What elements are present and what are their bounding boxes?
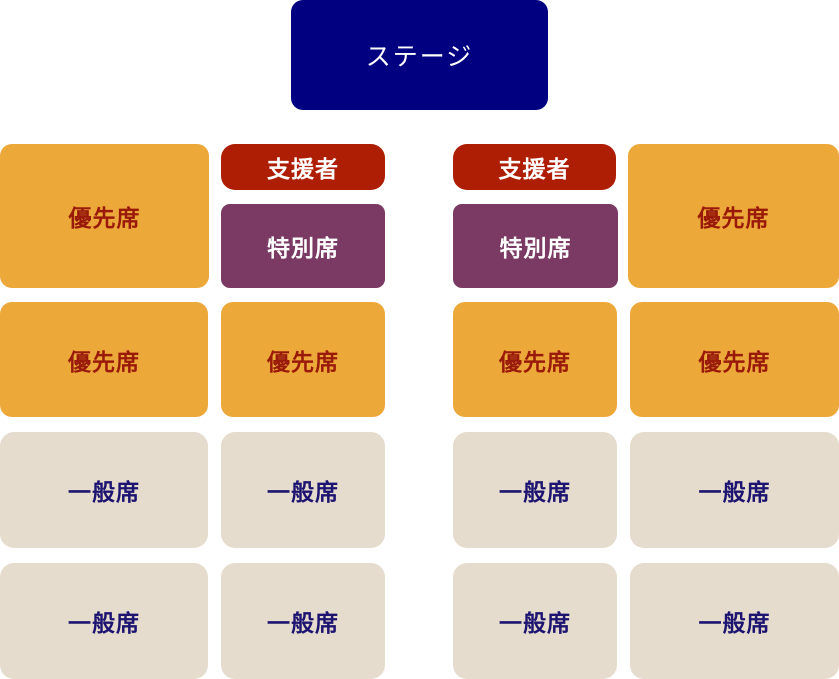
right-special-label: 特別席 xyxy=(499,236,572,262)
left-general-block-2: 一般席 xyxy=(221,432,385,548)
left-general-block-1: 一般席 xyxy=(0,432,208,548)
left-general-label-2: 一般席 xyxy=(267,480,339,506)
left-priority-large-block: 優先席 xyxy=(0,144,209,288)
stage-label: ステージ xyxy=(365,42,474,71)
right-support-block: 支援者 xyxy=(453,144,616,190)
left-priority-label-1: 優先席 xyxy=(68,349,140,376)
left-priority-large-label: 優先席 xyxy=(68,206,141,232)
right-general-block-2: 一般席 xyxy=(630,432,839,548)
right-general-label-3: 一般席 xyxy=(499,611,571,637)
right-priority-large-label: 優先席 xyxy=(697,206,770,232)
left-general-label-1: 一般席 xyxy=(68,480,140,506)
right-general-block-3: 一般席 xyxy=(453,563,617,679)
right-general-block-4: 一般席 xyxy=(630,563,839,679)
left-special-block: 特別席 xyxy=(221,204,385,288)
left-priority-block-1: 優先席 xyxy=(0,302,208,417)
right-general-label-4: 一般席 xyxy=(698,611,771,637)
right-priority-label-2: 優先席 xyxy=(698,349,771,376)
left-priority-block-2: 優先席 xyxy=(221,302,385,417)
right-general-block-1: 一般席 xyxy=(453,432,617,548)
right-general-label-2: 一般席 xyxy=(698,480,771,506)
right-general-label-1: 一般席 xyxy=(499,480,571,506)
left-priority-label-2: 優先席 xyxy=(267,349,339,376)
left-support-label: 支援者 xyxy=(267,157,339,183)
left-support-block: 支援者 xyxy=(221,144,385,190)
right-priority-block-2: 優先席 xyxy=(630,302,839,417)
right-special-block: 特別席 xyxy=(453,204,618,288)
left-general-label-4: 一般席 xyxy=(267,611,339,637)
right-support-label: 支援者 xyxy=(498,157,571,183)
left-general-label-3: 一般席 xyxy=(68,611,140,637)
left-special-label: 特別席 xyxy=(267,236,339,262)
left-general-block-4: 一般席 xyxy=(221,563,385,679)
right-priority-label-1: 優先席 xyxy=(499,349,571,376)
stage-block: ステージ xyxy=(291,0,548,110)
right-priority-block-1: 優先席 xyxy=(453,302,617,417)
left-general-block-3: 一般席 xyxy=(0,563,208,679)
right-priority-large-block: 優先席 xyxy=(628,144,839,288)
